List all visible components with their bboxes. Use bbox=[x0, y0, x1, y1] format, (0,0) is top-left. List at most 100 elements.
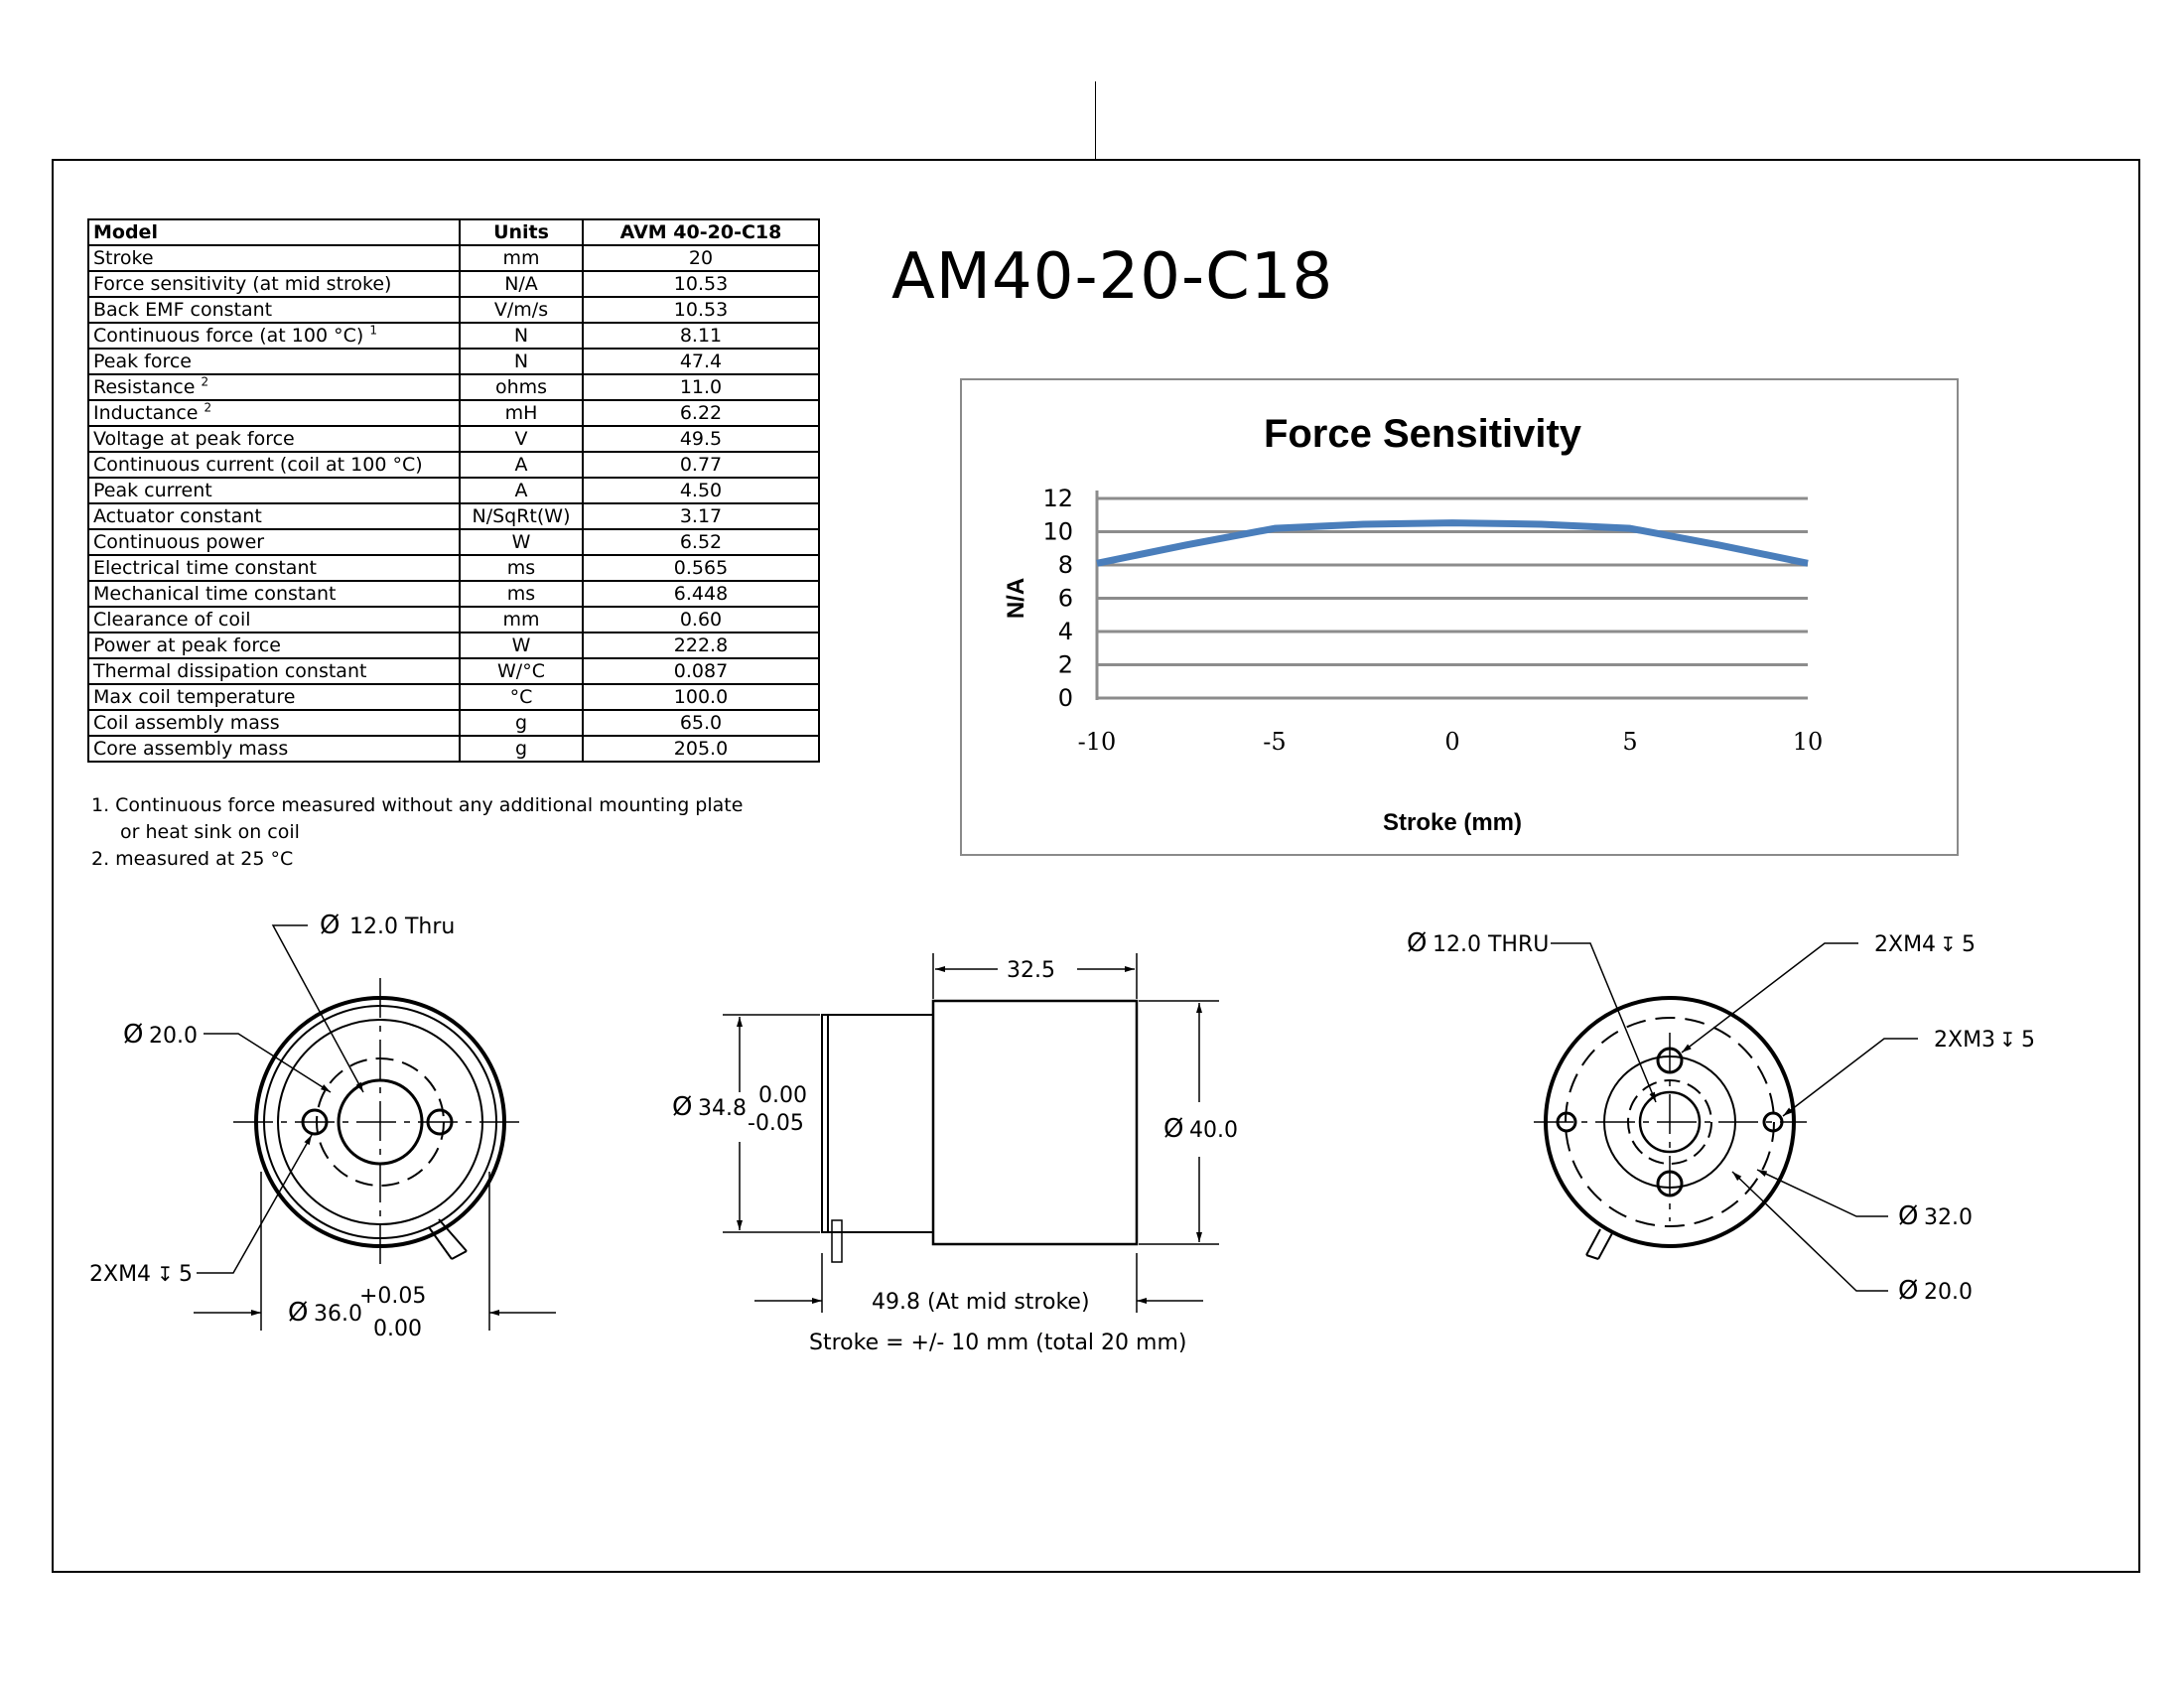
x-tick-label: 5 bbox=[1622, 728, 1637, 756]
spec-param: Core assembly mass bbox=[87, 735, 461, 763]
spec-value: 11.0 bbox=[582, 373, 820, 401]
spec-param: Force sensitivity (at mid stroke) bbox=[87, 270, 461, 298]
lead-pin bbox=[831, 1219, 843, 1263]
spec-param: Continuous current (coil at 100 °C) bbox=[87, 451, 461, 479]
part-number-title: AM40-20-C18 bbox=[891, 240, 1334, 314]
spec-value: 49.5 bbox=[582, 425, 820, 453]
sheet-top-tick bbox=[1095, 81, 1096, 161]
header-units: Units bbox=[459, 218, 584, 246]
spec-value: 4.50 bbox=[582, 477, 820, 504]
footnote-1: 1. Continuous force measured without any… bbox=[91, 794, 744, 816]
spec-unit: N bbox=[459, 348, 584, 375]
spec-unit: °C bbox=[459, 683, 584, 711]
spec-param-text: Stroke bbox=[93, 247, 154, 269]
spec-value: 222.8 bbox=[582, 632, 820, 659]
spec-param: Resistance 2 bbox=[87, 373, 461, 401]
right-thru-label: 12.0 THRU bbox=[1433, 932, 1549, 957]
leader-thru bbox=[271, 924, 364, 1093]
spec-param-text: Power at peak force bbox=[93, 634, 281, 656]
spec-value: 8.11 bbox=[582, 322, 820, 350]
spec-param: Continuous power bbox=[87, 528, 461, 556]
spec-value: 3.17 bbox=[582, 502, 820, 530]
right-m4-label: 2XM4 bbox=[1874, 932, 1936, 957]
dia-symbol-d20-left: Ø bbox=[123, 1020, 143, 1050]
leader-m3 bbox=[1782, 1038, 1918, 1117]
spec-value: 205.0 bbox=[582, 735, 820, 763]
spec-value: 10.53 bbox=[582, 270, 820, 298]
lead-stub-2 bbox=[438, 1218, 468, 1252]
spec-unit: N bbox=[459, 322, 584, 350]
spec-unit: A bbox=[459, 451, 584, 479]
spec-param-text: Electrical time constant bbox=[93, 557, 317, 579]
spec-param-text: Resistance bbox=[93, 376, 196, 398]
leader-d20-right bbox=[1731, 1171, 1888, 1292]
right-m4-depth: 5 bbox=[1962, 932, 1976, 957]
side-width-label: 32.5 bbox=[1007, 958, 1055, 983]
leader-d20 bbox=[204, 1033, 332, 1093]
dia-symbol-d32: Ø bbox=[1898, 1201, 1918, 1231]
spec-value: 10.53 bbox=[582, 296, 820, 324]
spec-unit: N/A bbox=[459, 270, 584, 298]
spec-param: Stroke bbox=[87, 244, 461, 272]
leader-right-thru bbox=[1551, 942, 1657, 1103]
spec-unit: V bbox=[459, 425, 584, 453]
spec-param: Peak current bbox=[87, 477, 461, 504]
side-view-labels: 32.5 Ø 34.8 0.00 -0.05 Ø 40.0 49.8 (At m… bbox=[672, 958, 1238, 1355]
spec-param-text: Clearance of coil bbox=[93, 609, 251, 631]
spec-unit: V/m/s bbox=[459, 296, 584, 324]
header-model: Model bbox=[87, 218, 461, 246]
series-line bbox=[1096, 519, 1809, 567]
left-view-labels: Ø 12.0 Thru Ø 20.0 2XM4 ↧ 5 Ø 36.0 +0.05… bbox=[89, 911, 455, 1341]
spec-param: Mechanical time constant bbox=[87, 580, 461, 608]
spec-param: Continuous force (at 100 °C) 1 bbox=[87, 322, 461, 350]
leader-d32 bbox=[1756, 1169, 1888, 1217]
coil-body bbox=[931, 999, 1139, 1246]
spec-param-text: Actuator constant bbox=[93, 505, 262, 527]
spec-value: 6.22 bbox=[582, 399, 820, 427]
side-stroke-label: Stroke = +/- 10 mm (total 20 mm) bbox=[809, 1331, 1186, 1355]
depth-symbol-m4: ↧ bbox=[1940, 932, 1957, 956]
header-model-number: AVM 40-20-C18 bbox=[582, 218, 820, 246]
y-tick-label: 12 bbox=[1042, 485, 1073, 512]
spec-param-text: Force sensitivity (at mid stroke) bbox=[93, 273, 392, 295]
dia-symbol-d36: Ø bbox=[288, 1298, 308, 1328]
right-pcd-32 bbox=[1565, 1017, 1775, 1227]
right-end-view bbox=[1534, 942, 1918, 1292]
spec-unit: ms bbox=[459, 580, 584, 608]
spec-value: 65.0 bbox=[582, 709, 820, 737]
right-m3-label: 2XM3 bbox=[1934, 1028, 1995, 1053]
spec-param-text: Continuous power bbox=[93, 531, 265, 553]
spec-unit: W/°C bbox=[459, 657, 584, 685]
y-tick-label: 10 bbox=[1042, 518, 1073, 546]
spec-value: 20 bbox=[582, 244, 820, 272]
x-tick-label: -5 bbox=[1263, 728, 1286, 756]
x-tick-label: 10 bbox=[1793, 728, 1824, 756]
dia-symbol-d40: Ø bbox=[1163, 1114, 1183, 1144]
spec-value: 6.448 bbox=[582, 580, 820, 608]
side-length-label: 49.8 (At mid stroke) bbox=[872, 1290, 1090, 1315]
right-lead-1 bbox=[1585, 1228, 1601, 1256]
x-tick-label: 0 bbox=[1444, 728, 1459, 756]
spec-footnote-ref: 1 bbox=[369, 323, 377, 338]
drawing-frame bbox=[52, 159, 2140, 1573]
y-axis-label: N/A bbox=[1003, 578, 1029, 619]
spec-param-text: Continuous current (coil at 100 °C) bbox=[93, 454, 423, 476]
spec-param: Power at peak force bbox=[87, 632, 461, 659]
spec-param: Actuator constant bbox=[87, 502, 461, 530]
footnote-2: 2. measured at 25 °C bbox=[91, 848, 294, 870]
left-d36-label: 36.0 bbox=[314, 1302, 362, 1327]
